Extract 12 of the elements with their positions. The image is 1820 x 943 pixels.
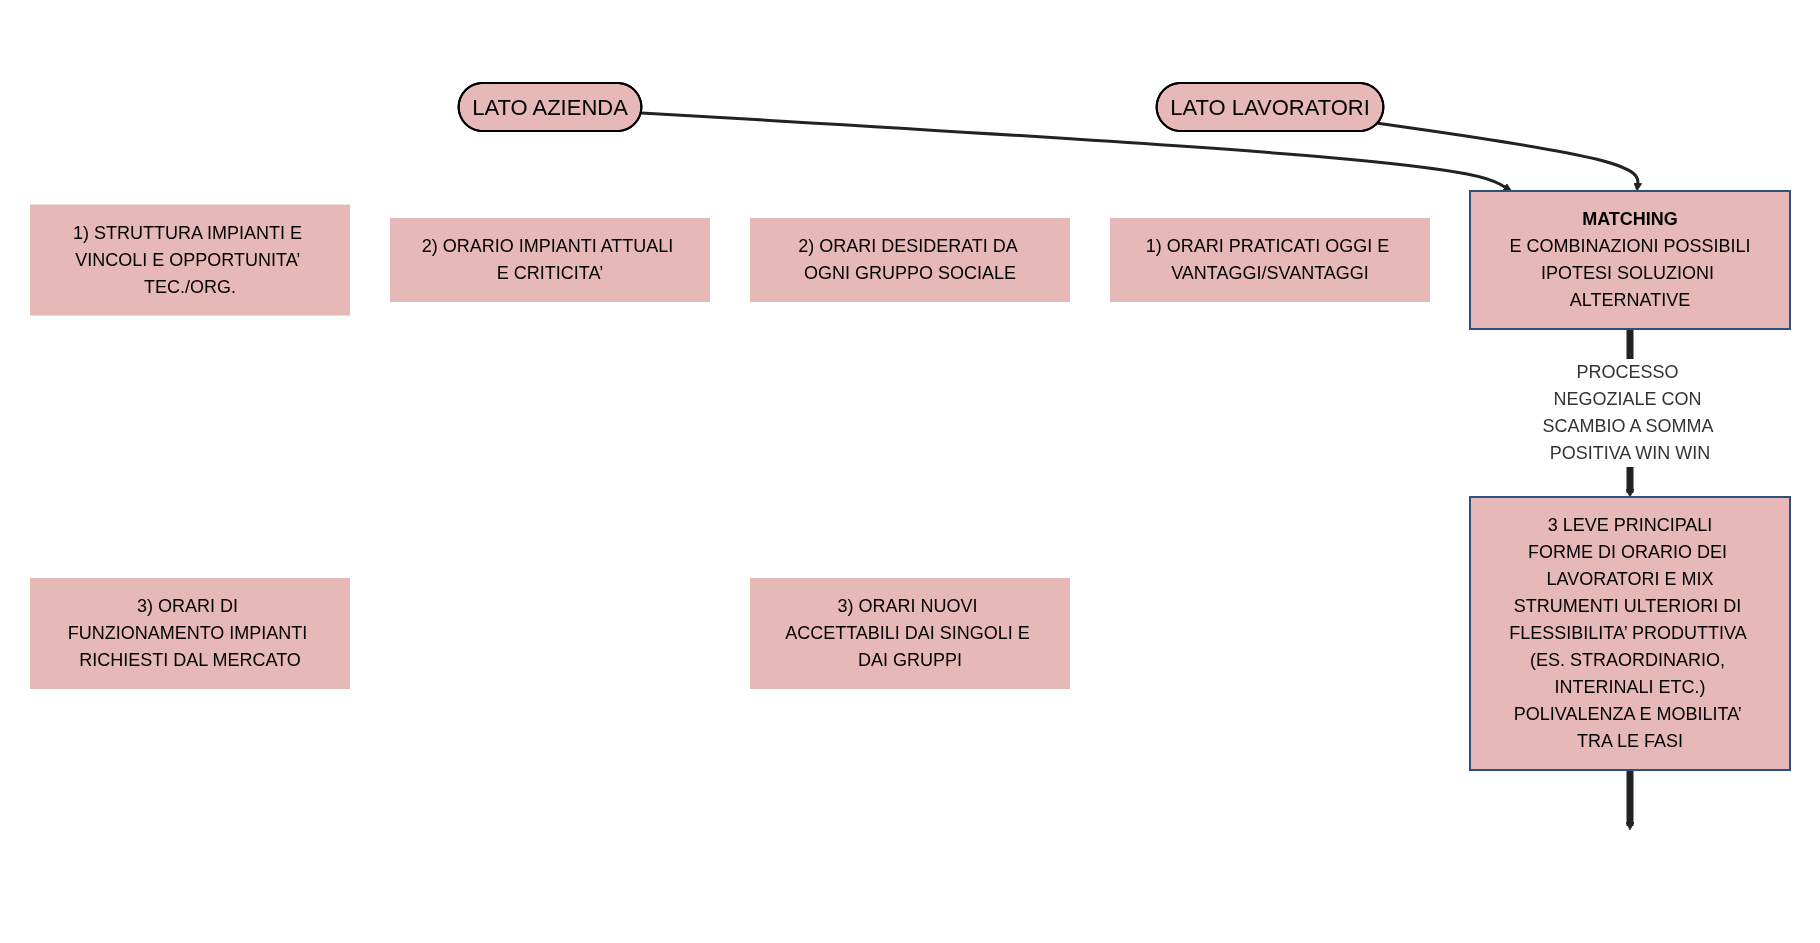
node-box: 3) ORARI DI FUNZIONAMENTO IMPIANTI RICHIESTI DAL MERCATO [30, 578, 350, 689]
arrow [641, 111, 1512, 192]
node-box: 1) ORARI PRATICATI OGGI E VANTAGGI/SVANTAGGI [1110, 218, 1430, 302]
node-box: MATCHING E COMBINAZIONI POSSIBILI IPOTESI SOLUZIONI ALTERNATIVE [1469, 190, 1791, 330]
arrow [1377, 121, 1643, 192]
node-box: 3 LEVE PRINCIPALI FORME DI ORARIO DEI LAVORATORI E MIX STRUMENTI ULTERIORI DI FLESSIBILITA’ PRODUTTIVA (ES. STRAORDINARIO, INTERINALI ETC.) POLIVALENZA E MOBILITA’ TRA LE FASI [1469, 496, 1791, 771]
arrow [1625, 770, 1635, 831]
node-box: 2) ORARI DESIDERATI DA OGNI GRUPPO SOCIALE [750, 218, 1070, 302]
node-box: 3) ORARI NUOVI ACCETTABILI DAI SINGOLI E DAI GRUPPI [750, 578, 1070, 689]
edge-label: PROCESSO NEGOZIALE CON SCAMBIO A SOMMA POSITIVA WIN WIN [1542, 362, 1713, 463]
node-box: 2) ORARIO IMPIANTI ATTUALI E CRITICITA’ [390, 218, 710, 302]
node-box: 1) STRUTTURA IMPIANTI E VINCOLI E OPPORTUNITA’ TEC./ORG. [30, 204, 350, 316]
